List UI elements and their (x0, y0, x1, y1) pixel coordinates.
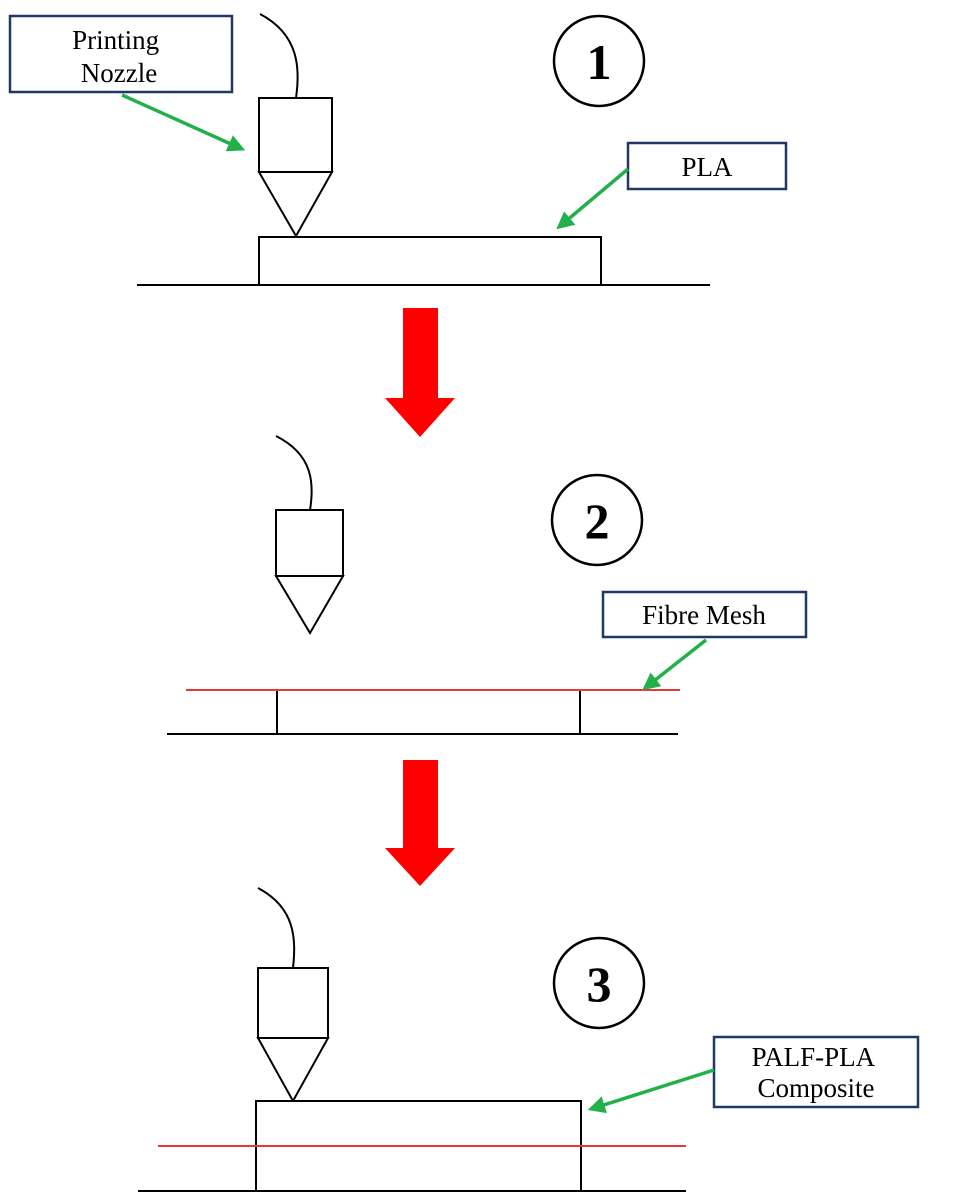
step-3: 3 PALF-PLA Composite (138, 887, 920, 1192)
composite-label-line-1: PALF-PLA (752, 1042, 876, 1072)
printing-nozzle-label: Printing Nozzle (8, 14, 234, 94)
step-3-badge: 3 (552, 936, 646, 1030)
step-2: 2 Fibre Mesh (167, 435, 808, 735)
fibre-mesh-label: Fibre Mesh (601, 590, 808, 639)
composite-label: PALF-PLA Composite (712, 1035, 920, 1109)
step-2-number: 2 (585, 493, 610, 549)
step-2-badge: 2 (550, 473, 644, 567)
printing-nozzle-label-line-2: Nozzle (81, 58, 157, 88)
step-1-badge: 1 (552, 14, 646, 108)
nozzle-body (258, 97, 333, 173)
printing-nozzle-label-line-1: Printing (72, 25, 159, 55)
nozzle-tip (257, 171, 334, 239)
pla-pointer (556, 167, 630, 230)
svg-text:PALF-PLA Composite: PALF-PLA Composite (752, 1042, 881, 1103)
nozzle-cable (275, 435, 313, 511)
nozzle-body (257, 967, 329, 1039)
nozzle-body (275, 509, 344, 577)
composite-pointer (587, 1068, 715, 1114)
nozzle-tip (274, 575, 345, 635)
pla-label-text: PLA (681, 152, 733, 182)
nozzle-cable (257, 887, 296, 969)
flow-arrow-1 (385, 308, 455, 437)
flow-arrow-2 (385, 760, 455, 886)
step-1-number: 1 (587, 34, 612, 90)
fibre-mesh-pointer (642, 638, 708, 691)
composite-label-line-2: Composite (757, 1073, 874, 1103)
step-1: 1 Printing Nozzle PLA (8, 13, 788, 286)
printing-nozzle-pointer (121, 93, 246, 152)
nozzle-cable (259, 13, 299, 99)
pla-label: PLA (626, 141, 788, 191)
step-3-number: 3 (587, 956, 612, 1012)
svg-text:Printing Nozzle: Printing Nozzle (72, 25, 166, 88)
pla-block (258, 236, 602, 286)
fibre-mesh-label-text: Fibre Mesh (642, 600, 766, 630)
nozzle-tip (256, 1037, 330, 1104)
